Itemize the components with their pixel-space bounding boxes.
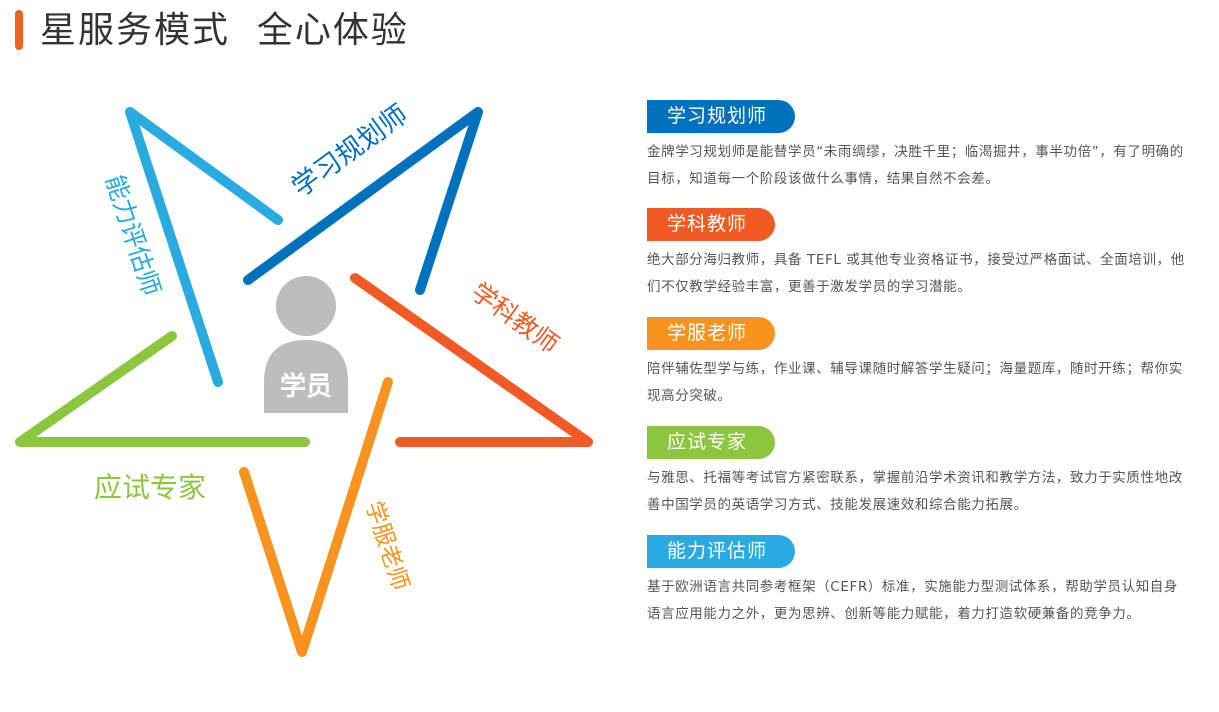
role-list: 学习规划师 金牌学习规划师是能替学员“未雨绸缪，决胜千里；临渴掘井，事半功倍”，… [647, 100, 1192, 628]
role-label: 学服老师 [647, 317, 776, 350]
role-item-assessor: 能力评估师 基于欧洲语言共同参考框架（CEFR）标准，实施能力型测试体系，帮助学… [647, 535, 1192, 628]
star-label-planner: 学习规划师 [286, 99, 413, 203]
role-item-teacher: 学科教师 绝大部分海归教师，具备 TEFL 或其他专业资格证书，接受过严格面试、… [647, 208, 1192, 317]
student-avatar-icon [264, 276, 348, 413]
star-stroke-planner [243, 107, 483, 295]
role-item-service: 学服老师 陪伴辅佐型学与练，作业课、辅导课随时解答学生疑问；海量题库，随时开练；… [647, 317, 1192, 426]
role-label: 应试专家 [647, 426, 776, 459]
role-item-expert: 应试专家 与雅思、托福等考试官方紧密联系，掌握前沿学术资讯和教学方法，致力于实质… [647, 426, 1192, 535]
center-label: 学员 [280, 371, 332, 402]
role-label: 能力评估师 [647, 535, 796, 568]
page-title: 星服务模式 全心体验 [40, 10, 409, 51]
role-item-planner: 学习规划师 金牌学习规划师是能替学员“未雨绸缪，决胜千里；临渴掘井，事半功倍”，… [647, 100, 1192, 208]
role-description: 与雅思、托福等考试官方紧密联系，掌握前沿学术资讯和教学方法，致力于实质性地改善中… [647, 470, 1183, 513]
role-description: 陪伴辅佐型学与练，作业课、辅导课随时解答学生疑问；海量题库，随时开练；帮你实现高… [647, 361, 1183, 404]
role-description: 基于欧洲语言共同参考框架（CEFR）标准，实施能力型测试体系，帮助学员认知自身语… [647, 579, 1178, 622]
title-accent-bar [15, 10, 23, 50]
role-description: 金牌学习规划师是能替学员“未雨绸缪，决胜千里；临渴掘井，事半功倍”，有了明确的目… [647, 144, 1184, 187]
star-stroke-teacher [350, 273, 593, 447]
star-label-teacher: 学科教师 [466, 277, 564, 359]
role-label: 学习规划师 [647, 100, 796, 133]
star-label-service: 学服老师 [360, 498, 413, 594]
service-star-diagram: 学员 学习规划师 能力评估师 学科教师 应试专家 学服老师 [15, 99, 593, 657]
role-label: 学科教师 [647, 208, 776, 241]
star-label-expert: 应试专家 [94, 471, 206, 504]
star-stroke-expert [15, 331, 310, 447]
role-description: 绝大部分海归教师，具备 TEFL 或其他专业资格证书，接受过严格面试、全面培训，… [647, 252, 1185, 295]
star-stroke-service [239, 377, 393, 657]
star-stroke-assessor [125, 107, 283, 387]
